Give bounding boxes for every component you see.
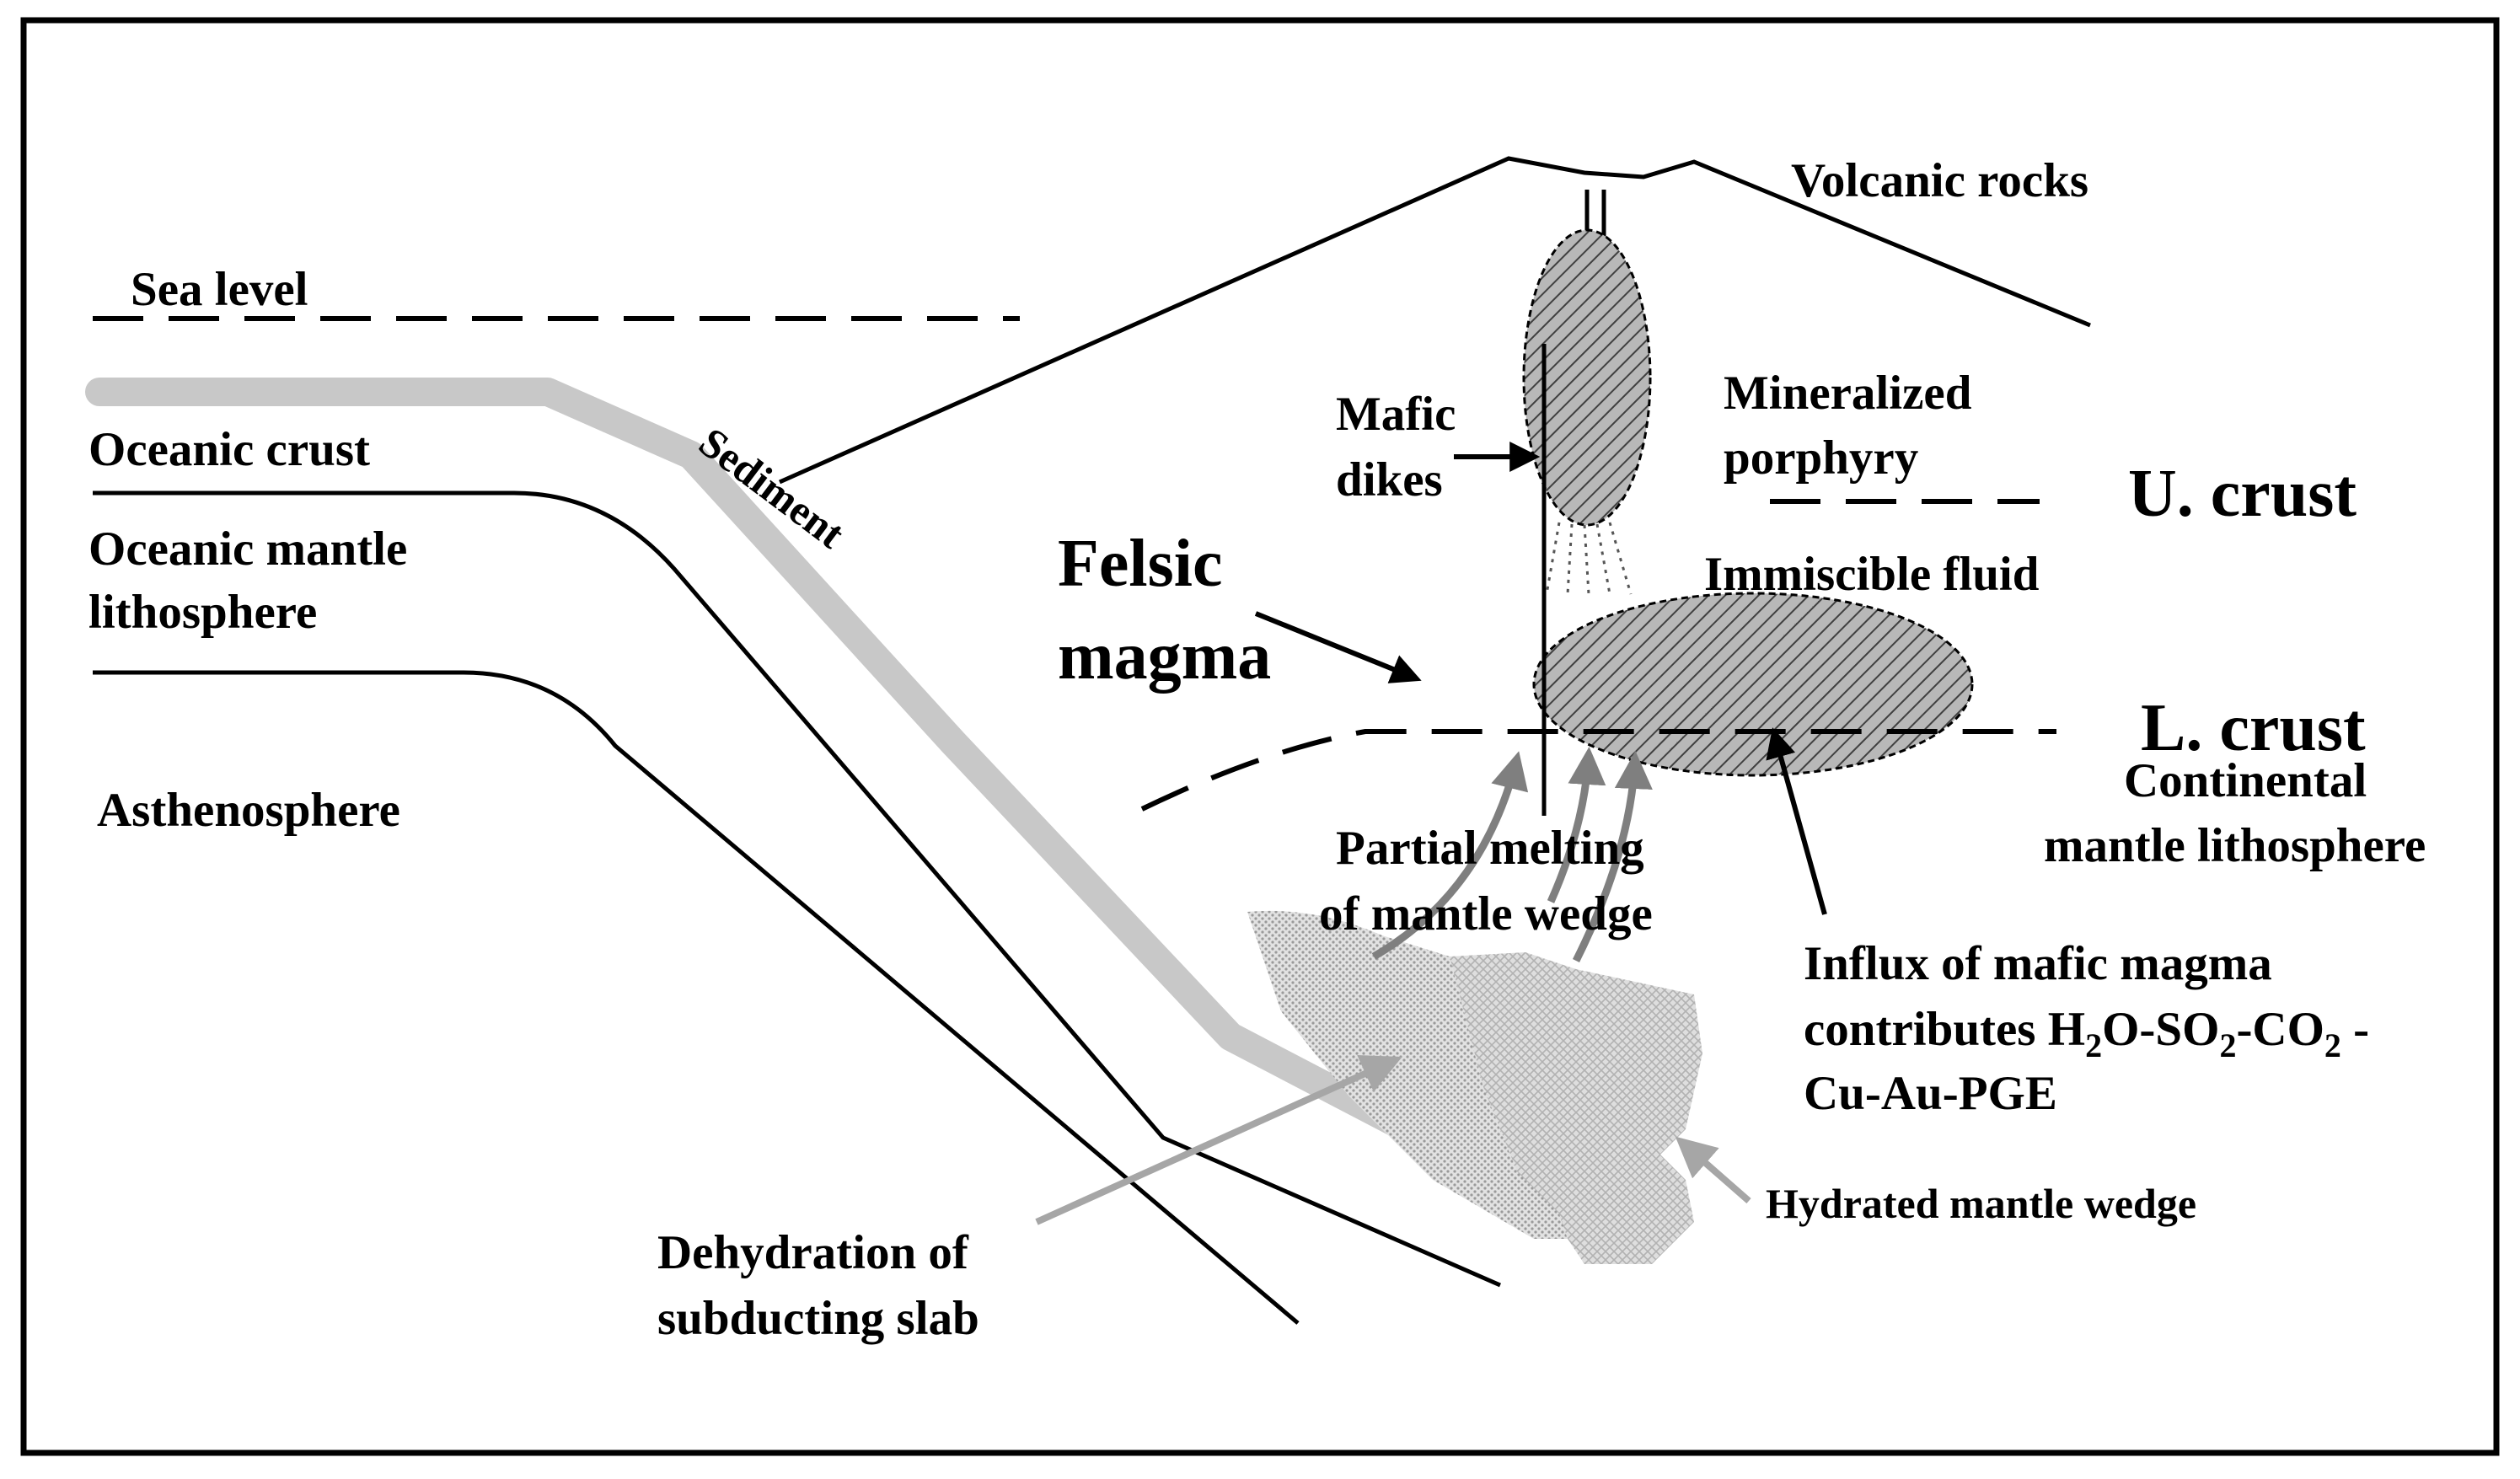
felsic-magma-chamber — [1532, 592, 1974, 777]
porphyry-body — [1522, 228, 1652, 527]
felsic-magma-arrow — [1254, 611, 1422, 683]
influx-label-1: Influx of mafic magma — [1804, 937, 2272, 990]
influx-label-2: contributes H2O-SO2-CO2 - — [1804, 1003, 2369, 1064]
hydrated-mantle-wedge-hatched — [1450, 952, 1702, 1264]
influx-label-3: Cu-Au-PGE — [1804, 1067, 2057, 1120]
continental-mantle-label-2: mantle lithosphere — [2044, 819, 2426, 872]
partial-melting-label-1: Partial melting — [1336, 822, 1644, 875]
oceanic-crust-line — [93, 490, 1502, 1288]
mantle-lithosphere-line — [93, 670, 1300, 1325]
sediment-layer — [85, 378, 1633, 1253]
mineralized-label-2: porphyry — [1724, 431, 1918, 485]
continental-mantle-label-1: Continental — [2124, 754, 2367, 807]
immiscible-fluid-rays — [1545, 522, 1633, 595]
felsic-magma-label-2: magma — [1058, 619, 1271, 694]
oceanic-mantle-label-2: lithosphere — [88, 586, 317, 639]
partial-melting-label-2: of mantle wedge — [1319, 887, 1653, 940]
oceanic-crust-label: Oceanic crust — [88, 423, 370, 476]
dehydration-arrow — [1035, 1054, 1402, 1225]
asthenosphere-label: Asthenosphere — [97, 784, 400, 837]
mineralized-label-1: Mineralized — [1724, 367, 1972, 420]
hydrated-mantle-wedge-dotted — [1247, 910, 1568, 1239]
felsic-magma-label-1: Felsic — [1058, 527, 1222, 601]
dehydration-label-2: subducting slab — [657, 1292, 979, 1345]
dehydration-label-1: Dehydration of — [657, 1226, 969, 1279]
lower-crust-label: L. crust — [2141, 691, 2366, 765]
oceanic-mantle-label-1: Oceanic mantle — [88, 522, 407, 576]
volcanic-rocks-label: Volcanic rocks — [1791, 154, 2088, 207]
mafic-dikes-label-1: Mafic — [1336, 388, 1456, 441]
immiscible-fluid-label: Immiscible fluid — [1704, 548, 2040, 601]
sea-level-label: Sea level — [131, 263, 308, 316]
lower-crust-line — [1140, 729, 2056, 812]
hydrated-wedge-arrow — [1675, 1136, 1751, 1204]
hydrated-wedge-label: Hydrated mantle wedge — [1766, 1180, 2196, 1227]
influx-arrow — [1766, 727, 1827, 915]
figure-border — [20, 17, 2500, 1456]
volcano-outline — [778, 156, 2091, 485]
upper-crust-label: U. crust — [2128, 457, 2356, 531]
partial-melting-arrows — [1371, 747, 1653, 963]
mafic-dikes-label-2: dikes — [1336, 453, 1443, 506]
